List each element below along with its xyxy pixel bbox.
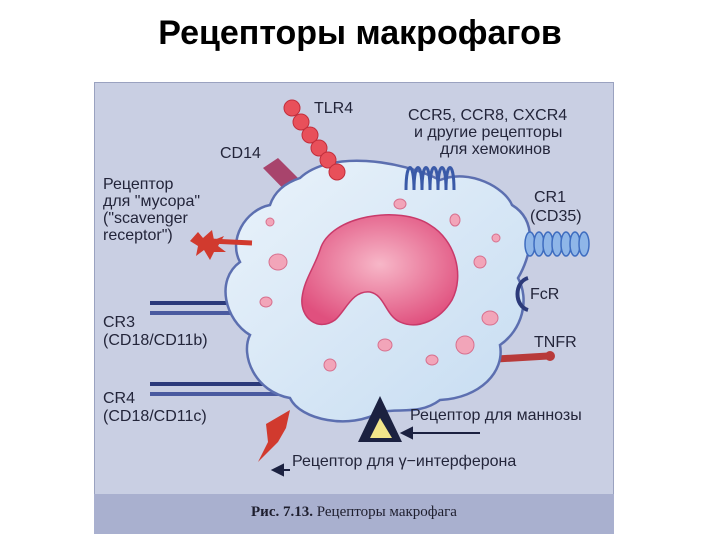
- fcr-receptor: [515, 276, 529, 312]
- label-cr3-2: (CD18/CD11b): [103, 332, 208, 349]
- label-cr4-2: (CD18/CD11c): [103, 408, 207, 425]
- arrows: [270, 426, 480, 477]
- label-tlr4: TLR4: [314, 100, 354, 117]
- label-scavenger-3: ("scavenger: [103, 210, 188, 227]
- slide-title: Рецепторы макрофагов: [158, 14, 562, 52]
- vesicles: [259, 198, 501, 372]
- label-cd14: CD14: [220, 145, 261, 162]
- caption-prefix: Рис. 7.13.: [251, 504, 313, 520]
- label-ifn: Рецептор для γ−интерферона: [292, 453, 517, 470]
- label-chemokine-1: CCR5, CCR8, CXCR4: [408, 107, 568, 124]
- label-chemokine-2: и другие рецепторы: [414, 124, 563, 141]
- label-cr3-1: CR3: [103, 314, 136, 331]
- chemokine-receptor: [404, 166, 456, 191]
- figure-caption: Рис. 7.13. Рецепторы макрофага: [94, 504, 614, 521]
- label-scavenger-1: Рецептор: [103, 176, 174, 193]
- label-scavenger-4: receptor"): [103, 227, 173, 244]
- label-tnfr: TNFR: [534, 334, 577, 351]
- tlr4-receptor: [283, 99, 346, 181]
- nucleus: [301, 214, 459, 326]
- label-chemokine-3: для хемокинов: [440, 141, 551, 158]
- caption-text: Рецепторы макрофага: [312, 504, 457, 520]
- label-scavenger-2: для "мусора": [103, 193, 201, 210]
- label-cr1-1: CR1: [534, 189, 567, 206]
- label-cr4-1: CR4: [103, 390, 136, 407]
- cr1-receptor: [524, 231, 590, 257]
- label-mannose: Рецептор для маннозы: [410, 407, 582, 424]
- scavenger-receptor: [190, 230, 253, 260]
- caption-bar: [94, 494, 614, 534]
- mannose-receptor: [358, 396, 402, 442]
- ifn-receptor: [258, 410, 290, 462]
- label-fcr: FcR: [530, 286, 560, 303]
- label-cr1-2: (CD35): [530, 208, 582, 225]
